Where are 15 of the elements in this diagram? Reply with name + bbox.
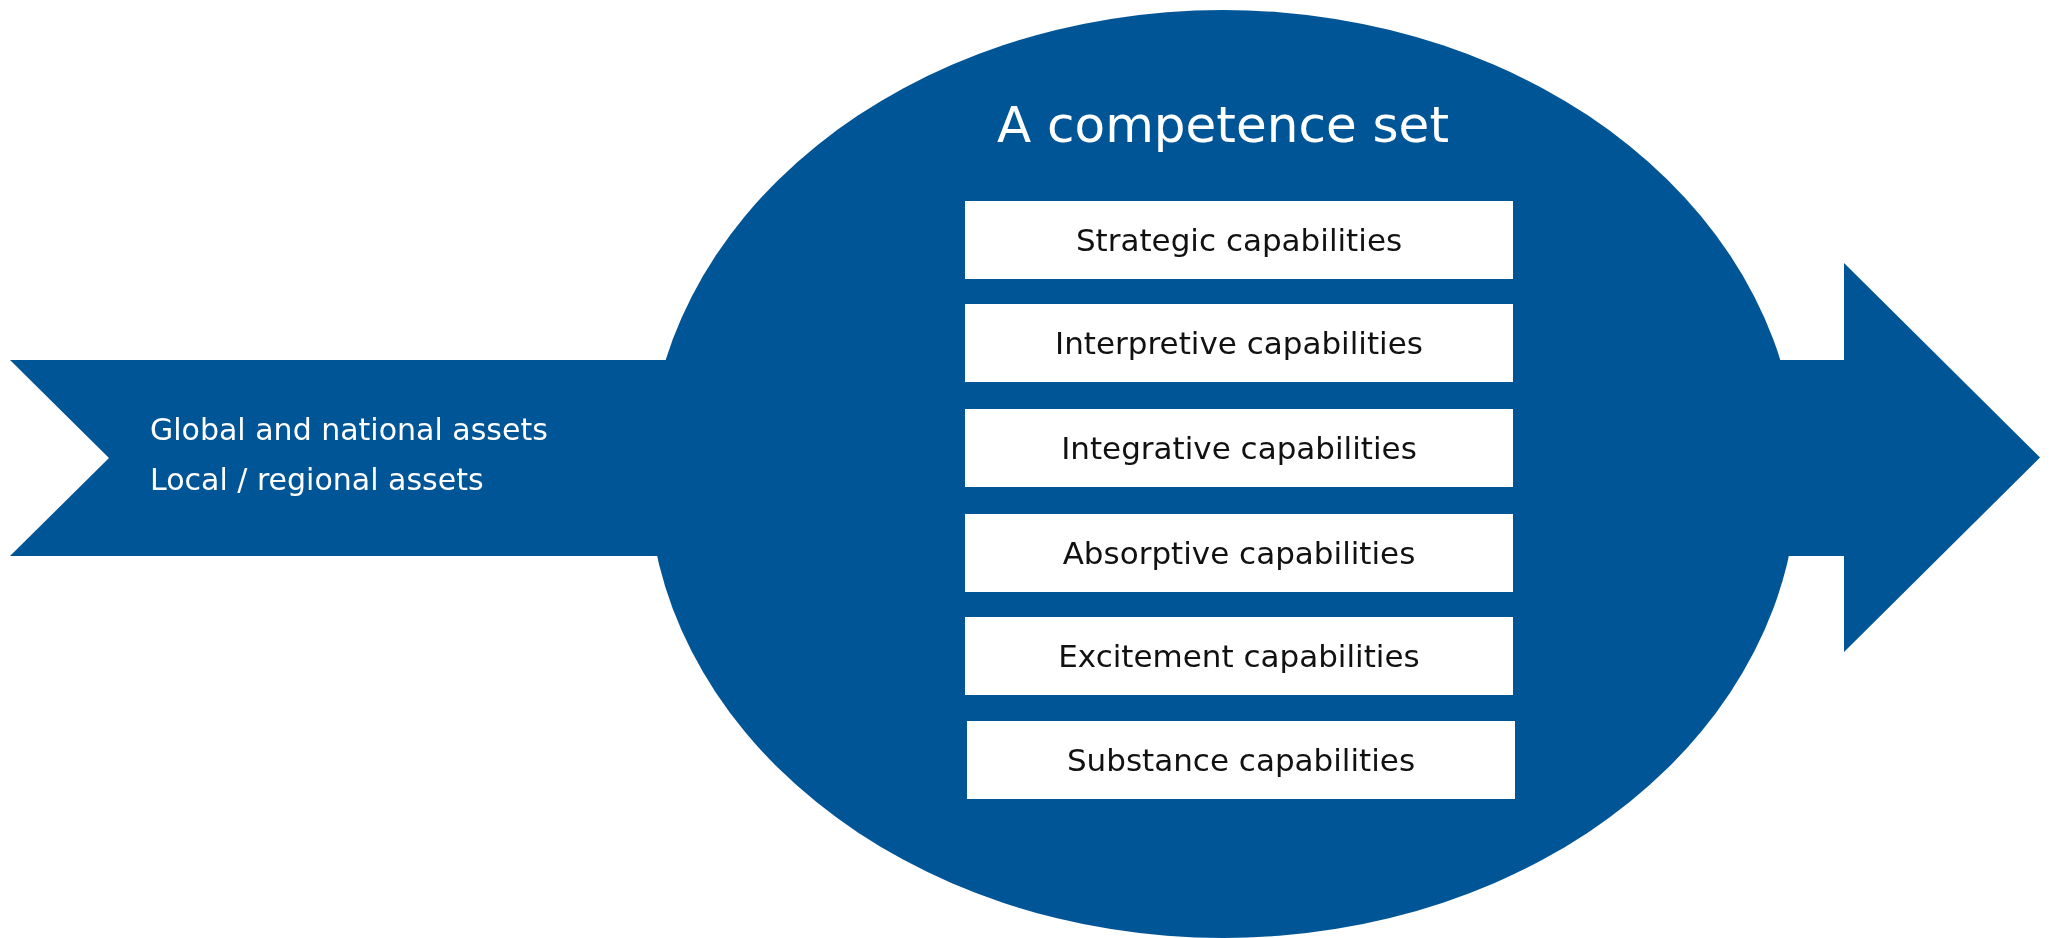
capability-label: Absorptive capabilities [1062, 535, 1416, 571]
capability-box [965, 617, 1513, 695]
capability-box [965, 304, 1513, 382]
capability-box [965, 409, 1513, 487]
asset-label: Local / regional assets [150, 462, 484, 497]
capability-label: Substance capabilities [1066, 742, 1416, 778]
capability-label: Excitement capabilities [1058, 638, 1420, 674]
asset-label: Global and national assets [150, 412, 548, 447]
capability-label: Interpretive capabilities [1055, 325, 1423, 361]
capability-label: Integrative capabilities [1061, 430, 1417, 466]
capability-box [967, 721, 1515, 799]
capability-box [965, 514, 1513, 592]
set-title: A competence set [997, 96, 1449, 154]
capability-label: Strategic capabilities [1075, 222, 1403, 258]
capability-box [965, 201, 1513, 279]
